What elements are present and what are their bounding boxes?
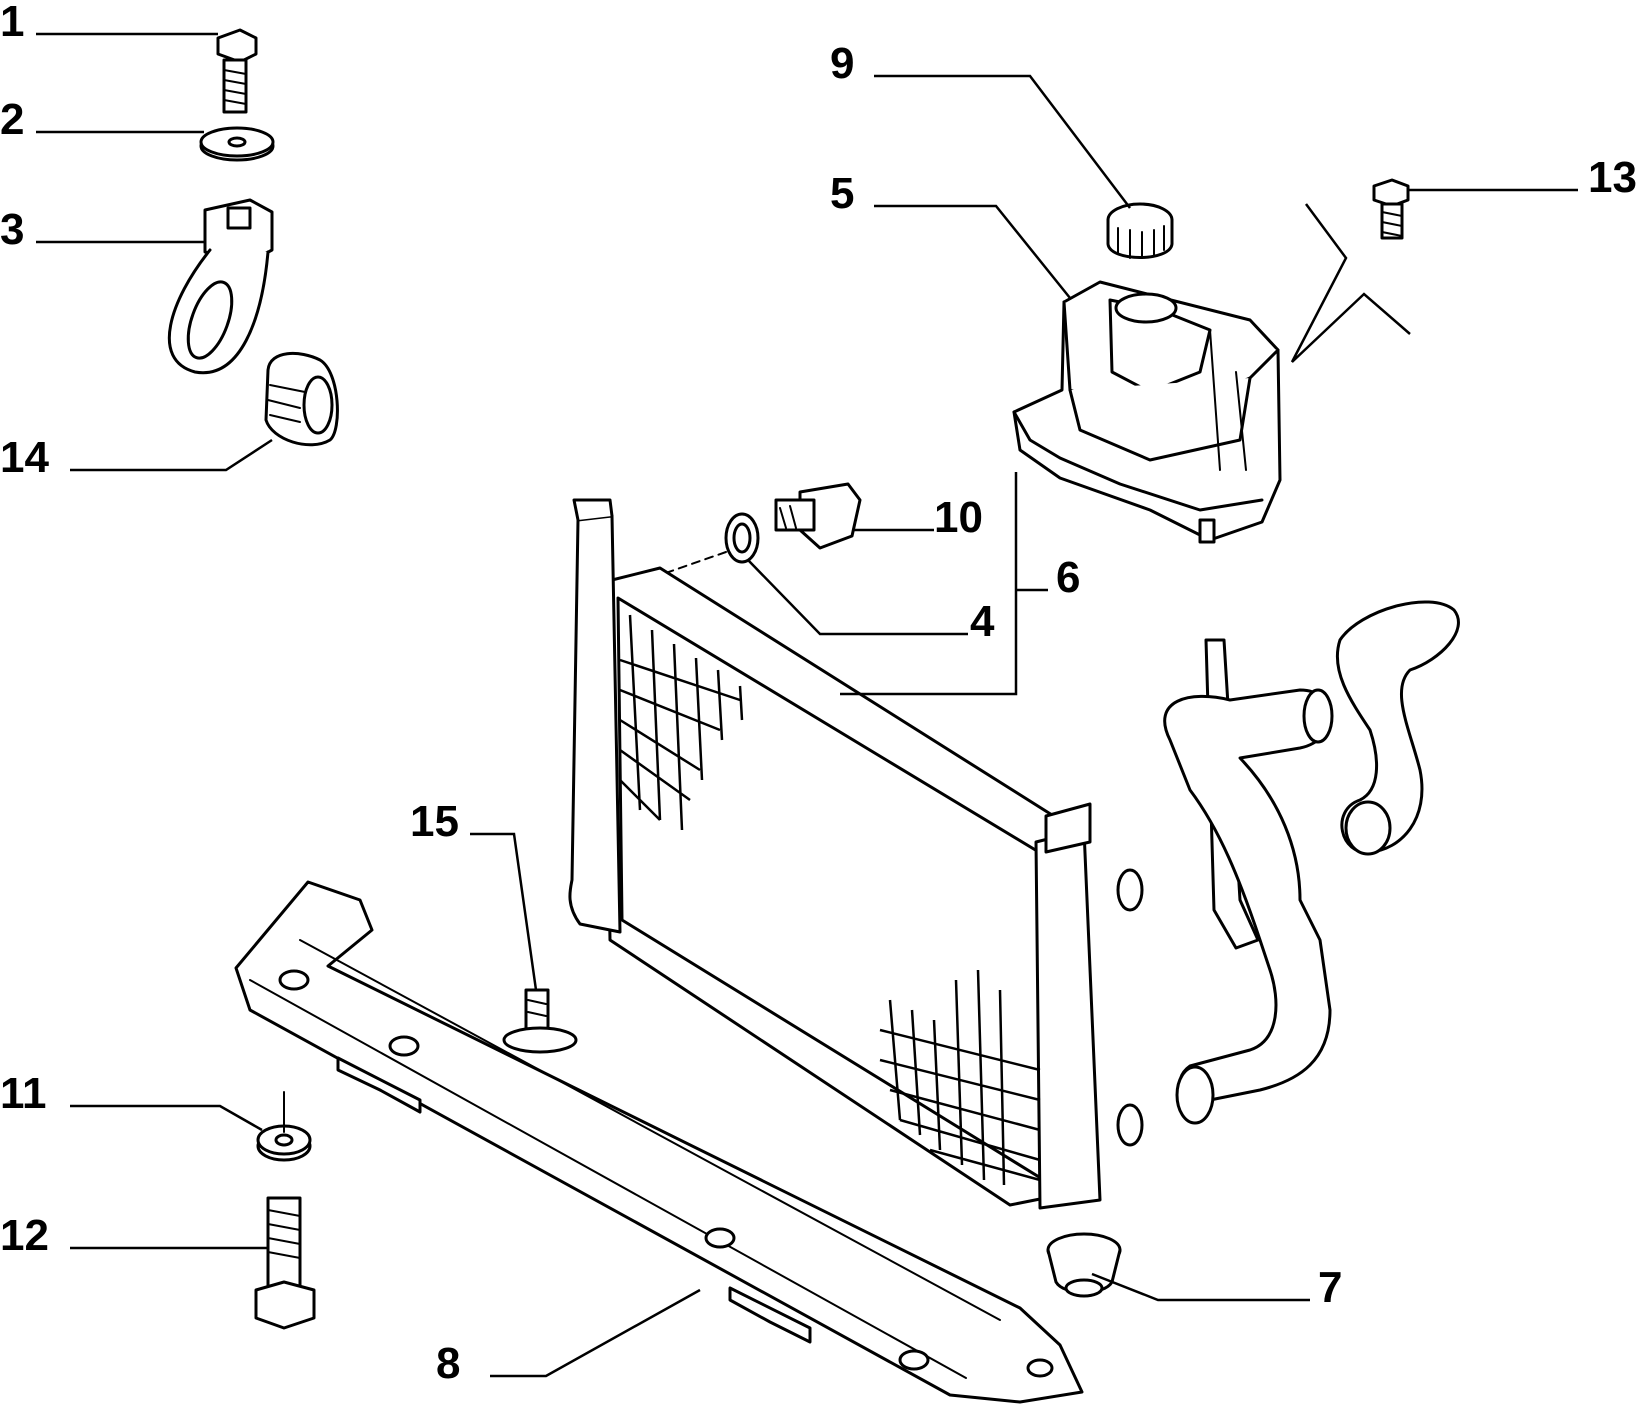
leader-line-5 [874, 204, 1071, 299]
callout-11: 11 [0, 1069, 47, 1118]
leader-line-8 [490, 1288, 701, 1378]
part-11-nut [256, 1091, 312, 1162]
callout-10: 10 [934, 493, 983, 542]
callout-13: 13 [1588, 153, 1637, 202]
callout-4: 4 [970, 597, 995, 646]
part-2-washer [199, 126, 275, 162]
callout-12: 12 [0, 1211, 49, 1260]
callout-3: 3 [0, 205, 24, 254]
part-1-bolt [216, 28, 258, 114]
leader-line-11 [70, 1104, 263, 1132]
callout-7: 7 [1318, 1263, 1342, 1312]
part-7-rubber-mount [1046, 1232, 1122, 1298]
leader-line-14 [70, 438, 273, 472]
leader-line-15 [470, 832, 538, 991]
part-4-seal-ring [724, 512, 760, 564]
part-13-bolt [1372, 178, 1410, 240]
part-14-rubber-pad [264, 351, 339, 447]
leader-line-7 [1091, 1272, 1310, 1302]
coolant-hoses [1163, 600, 1460, 1125]
part-8-crossmember [234, 880, 1084, 1404]
callout-9: 9 [830, 39, 854, 88]
callout-5: 5 [830, 169, 854, 218]
callout-2: 2 [0, 95, 24, 144]
mounting-direction-marker [1290, 203, 1411, 363]
part-15-push-clip [502, 988, 578, 1054]
callout-15: 15 [410, 797, 459, 846]
leader-line-4 [747, 559, 968, 636]
part-12-bolt [254, 1196, 316, 1330]
callout-6: 6 [1056, 553, 1080, 602]
assembly-dashed-line [659, 551, 727, 576]
part-5-expansion-tank [1012, 280, 1282, 544]
callout-1: 1 [0, 0, 24, 46]
part-9-cap [1106, 202, 1174, 259]
part-3-bracket [167, 198, 274, 375]
part-6-radiator [568, 498, 1144, 1210]
part-10-sensor [774, 482, 862, 550]
leader-line-6 [840, 472, 1048, 696]
callout-14: 14 [0, 433, 49, 482]
callout-8: 8 [436, 1339, 460, 1388]
leader-line-9 [874, 74, 1131, 209]
